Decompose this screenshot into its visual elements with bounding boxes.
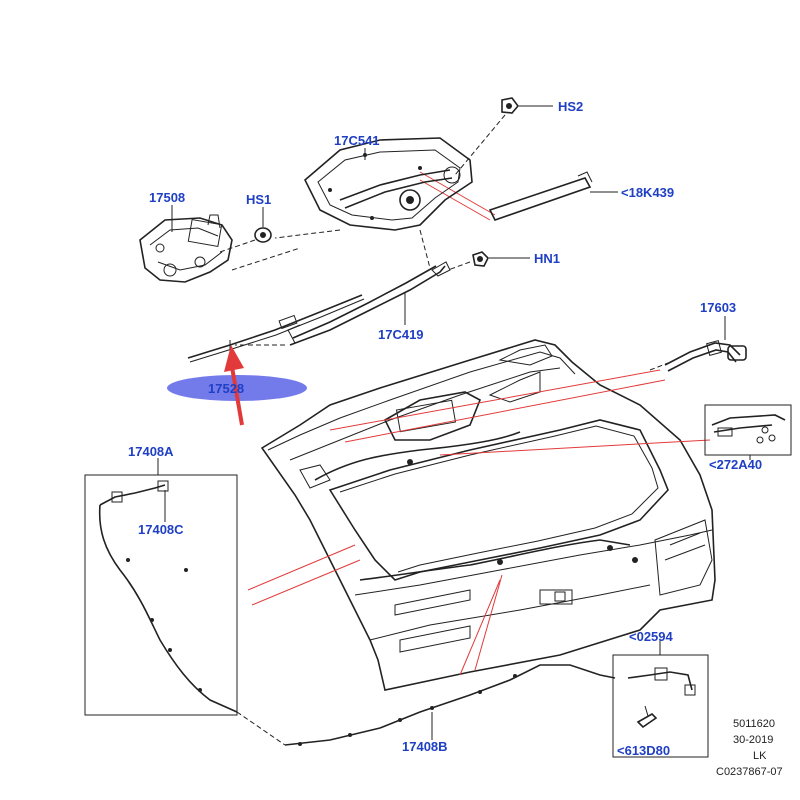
wiper-arm (287, 261, 451, 346)
hose-17603 (664, 340, 747, 372)
callout-hs1: HS1 (246, 192, 271, 207)
box-02594 (612, 654, 709, 758)
callout-17c419: 17C419 (378, 327, 424, 342)
wiper-motor-cover (304, 137, 473, 231)
callout-17408c: 17408C (138, 522, 184, 537)
harness-17408b (236, 664, 616, 746)
box-272a40 (704, 404, 792, 456)
assembly-lines (219, 114, 669, 371)
wiper-motor (139, 214, 233, 283)
callout-272a40: <272A40 (709, 457, 762, 472)
tailgate-drawing (260, 339, 716, 691)
callout-17603: 17603 (700, 300, 736, 315)
fastener-hs2 (501, 97, 520, 114)
wiper-seal (488, 171, 593, 221)
fastener-hs1 (254, 227, 272, 243)
callout-17508: 17508 (149, 190, 185, 205)
reference-line-1: 5011620 (733, 718, 775, 730)
reference-line-2: 30-2019 (733, 734, 773, 746)
callout-17c541: 17C541 (334, 133, 380, 148)
callout-hn1: HN1 (534, 251, 560, 266)
callout-02594: <02594 (629, 629, 674, 644)
callout-613d80: <613D80 (617, 743, 670, 758)
box-17408a (84, 474, 238, 716)
callout-hs2: HS2 (558, 99, 583, 114)
callout-17408b: 17408B (402, 739, 448, 754)
reference-line-3: LK (753, 750, 767, 762)
reference-block: 5011620 30-2019 LK C0237867-07 (716, 718, 783, 778)
red-leader-lines (247, 171, 711, 676)
callout-18k439: <18K439 (621, 185, 674, 200)
callout-17528: 17528 (208, 381, 244, 396)
reference-line-4: C0237867-07 (716, 766, 783, 778)
callout-17408a: 17408A (128, 444, 174, 459)
wiper-blade (187, 294, 365, 363)
red-arrow (224, 345, 244, 426)
callout-leaders (157, 105, 751, 740)
fastener-hn1 (472, 251, 489, 267)
